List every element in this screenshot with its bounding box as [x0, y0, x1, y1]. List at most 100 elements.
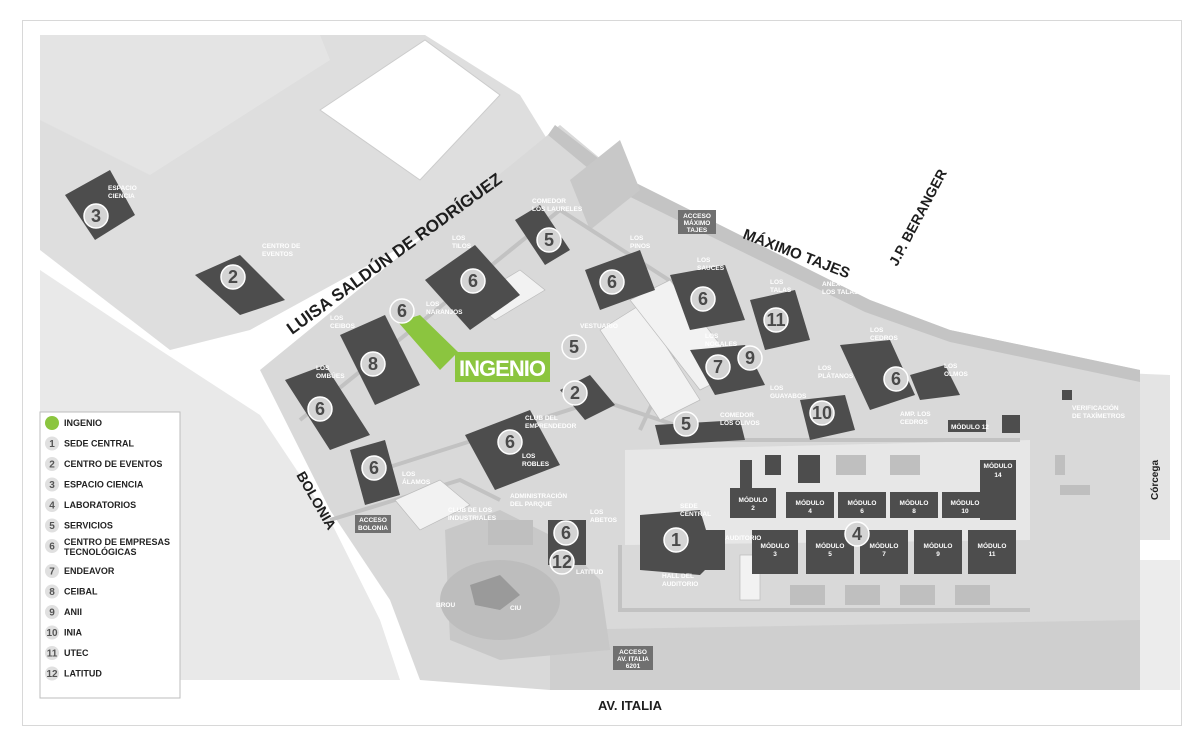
svg-text:4: 4	[852, 524, 862, 544]
svg-text:LOS: LOS	[522, 453, 536, 460]
svg-text:LOS: LOS	[402, 471, 416, 478]
marker-m5b: 5	[561, 334, 587, 360]
svg-text:LOS OLIVOS: LOS OLIVOS	[720, 420, 760, 427]
svg-text:TALAS: TALAS	[770, 287, 792, 294]
svg-text:10: 10	[46, 628, 58, 639]
svg-text:CENTRO DE EMPRESAS: CENTRO DE EMPRESAS	[64, 537, 170, 547]
svg-text:CLUB DEL: CLUB DEL	[525, 415, 558, 422]
marker-m6h: 6	[497, 429, 523, 455]
marker-m9: 9	[737, 345, 763, 371]
svg-text:INDUSTRIALES: INDUSTRIALES	[448, 515, 497, 522]
svg-text:OMBÚES: OMBÚES	[316, 371, 345, 380]
ingenio-area	[398, 315, 458, 370]
marker-m6c: 6	[690, 286, 716, 312]
svg-text:6: 6	[891, 369, 901, 389]
svg-text:10: 10	[961, 508, 969, 515]
svg-text:7: 7	[49, 567, 55, 578]
svg-text:LOS: LOS	[452, 235, 466, 242]
marker-m5a: 5	[536, 227, 562, 253]
svg-text:INGENIO: INGENIO	[459, 356, 546, 381]
marker-m6e: 6	[389, 298, 415, 324]
svg-text:LOS: LOS	[697, 257, 711, 264]
svg-text:TECNOLÓGICAS: TECNOLÓGICAS	[64, 546, 137, 557]
svg-text:ENDEAVOR: ENDEAVOR	[64, 566, 115, 576]
svg-text:MÓDULO: MÓDULO	[978, 541, 1007, 550]
svg-text:LOS: LOS	[705, 333, 719, 340]
svg-text:MÓDULO: MÓDULO	[924, 541, 953, 550]
svg-text:9: 9	[936, 551, 940, 558]
legend-item: 7 ENDEAVOR	[45, 564, 115, 578]
svg-text:NARANJOS: NARANJOS	[426, 309, 463, 316]
svg-text:CENTRAL: CENTRAL	[680, 511, 711, 518]
svg-text:ANII: ANII	[64, 607, 82, 617]
marker-m5c: 5	[673, 411, 699, 437]
svg-text:CEIBAL: CEIBAL	[64, 587, 98, 597]
building-labels: ESPACIO CIENCIA CENTRO DE EVENTOS COMEDO…	[108, 185, 1126, 612]
marker-m10: 10	[809, 400, 835, 426]
modulos-top	[730, 488, 988, 518]
svg-text:MÓDULO: MÓDULO	[984, 461, 1013, 470]
svg-text:LOS: LOS	[630, 235, 644, 242]
svg-text:SEDE: SEDE	[680, 503, 698, 510]
svg-text:ESPACIO: ESPACIO	[108, 185, 137, 192]
svg-text:3: 3	[91, 206, 101, 226]
svg-text:LOS: LOS	[870, 327, 884, 334]
svg-text:ESPACIO CIENCIA: ESPACIO CIENCIA	[64, 480, 144, 490]
svg-text:11: 11	[766, 310, 785, 330]
svg-text:4: 4	[49, 501, 55, 512]
access-maximo: ACCESO MÁXIMO TAJES	[678, 210, 716, 234]
svg-text:2: 2	[49, 460, 55, 471]
svg-text:LABORATORIOS: LABORATORIOS	[64, 500, 136, 510]
svg-text:LATITUD: LATITUD	[64, 669, 102, 679]
legend-item: 4 LABORATORIOS	[45, 498, 136, 512]
svg-text:ROBLES: ROBLES	[522, 461, 550, 468]
svg-text:10: 10	[812, 403, 832, 423]
svg-text:MÓDULO: MÓDULO	[870, 541, 899, 550]
svg-text:MÓDULO 12: MÓDULO 12	[951, 422, 989, 431]
svg-text:GUAYABOS: GUAYABOS	[770, 393, 807, 400]
svg-text:6: 6	[468, 271, 478, 291]
svg-text:LATITUD: LATITUD	[576, 569, 604, 576]
street-beranger: J.P. BERANGER	[886, 166, 950, 268]
svg-text:LOS TALAS: LOS TALAS	[822, 289, 859, 296]
svg-text:3: 3	[49, 480, 55, 491]
svg-text:11: 11	[47, 649, 58, 660]
svg-text:MÓDULO: MÓDULO	[816, 541, 845, 550]
svg-text:11: 11	[989, 551, 996, 558]
svg-text:LOS: LOS	[944, 363, 958, 370]
svg-text:6: 6	[607, 272, 617, 292]
svg-text:PLÁTANOS: PLÁTANOS	[818, 371, 854, 380]
svg-text:5: 5	[569, 337, 579, 357]
svg-text:6: 6	[369, 458, 379, 478]
svg-text:LOS: LOS	[770, 279, 784, 286]
svg-text:6: 6	[860, 508, 864, 515]
access-italia: ACCESO AV. ITALIA 6201	[613, 646, 653, 670]
ingenio-logo: INGENIO	[455, 352, 550, 382]
svg-text:MÓDULO: MÓDULO	[739, 495, 768, 504]
svg-text:ACCESO: ACCESO	[359, 517, 387, 524]
svg-text:ACCESO: ACCESO	[683, 213, 711, 220]
svg-text:LOS: LOS	[818, 365, 832, 372]
svg-text:LOS: LOS	[590, 509, 604, 516]
svg-text:CEDROS: CEDROS	[870, 335, 898, 342]
svg-text:3: 3	[773, 551, 777, 558]
svg-text:VERIFICACIÓN: VERIFICACIÓN	[1072, 403, 1119, 412]
svg-text:4: 4	[808, 508, 812, 515]
svg-text:CEIBOS: CEIBOS	[330, 323, 356, 330]
marker-m6g: 6	[883, 366, 909, 392]
svg-text:CLUB DE LOS: CLUB DE LOS	[448, 507, 493, 514]
svg-text:PINOS: PINOS	[630, 243, 651, 250]
svg-text:COMEDOR: COMEDOR	[720, 412, 754, 419]
svg-text:UTEC: UTEC	[64, 648, 89, 658]
marker-m3: 3	[83, 203, 109, 229]
marker-m6i: 6	[361, 455, 387, 481]
svg-text:6: 6	[505, 432, 515, 452]
svg-text:ANEXO DE: ANEXO DE	[822, 281, 857, 288]
svg-text:MÓDULO: MÓDULO	[951, 498, 980, 507]
